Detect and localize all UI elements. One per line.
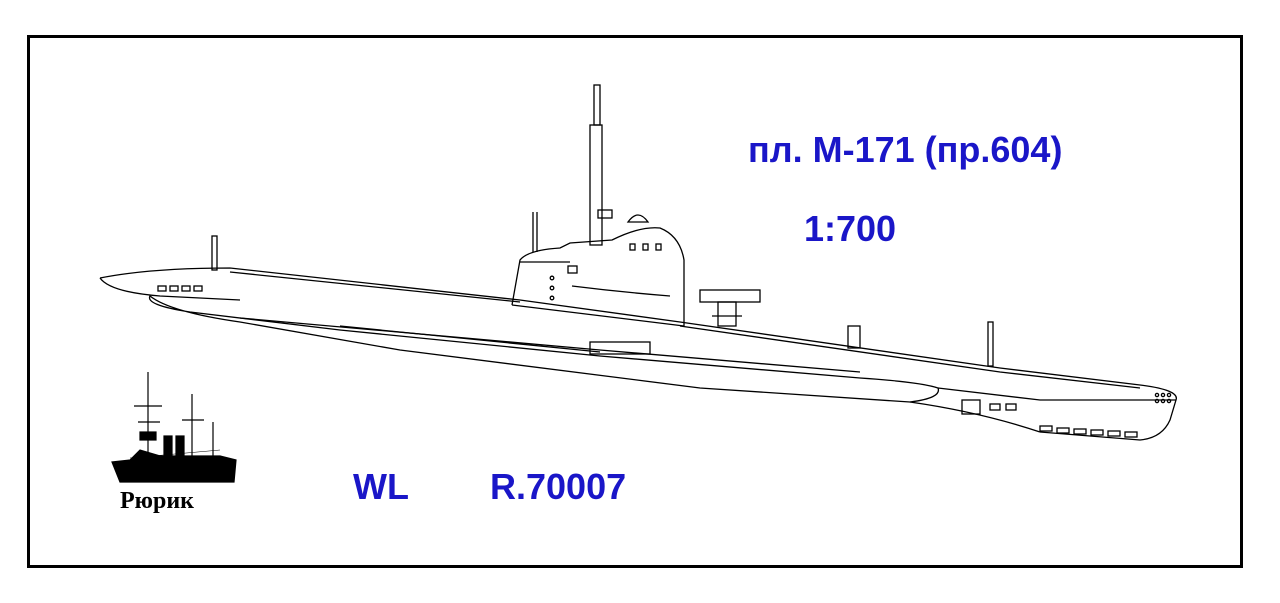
model-title: пл. М-171 (пр.604) — [748, 129, 1063, 170]
model-scale: 1:700 — [804, 208, 897, 249]
product-code: R.70007 — [490, 466, 627, 507]
waterline-label: WL — [353, 466, 409, 507]
cruiser-ship-silhouette-icon — [111, 372, 237, 483]
brand-name: Рюрик — [120, 488, 195, 514]
